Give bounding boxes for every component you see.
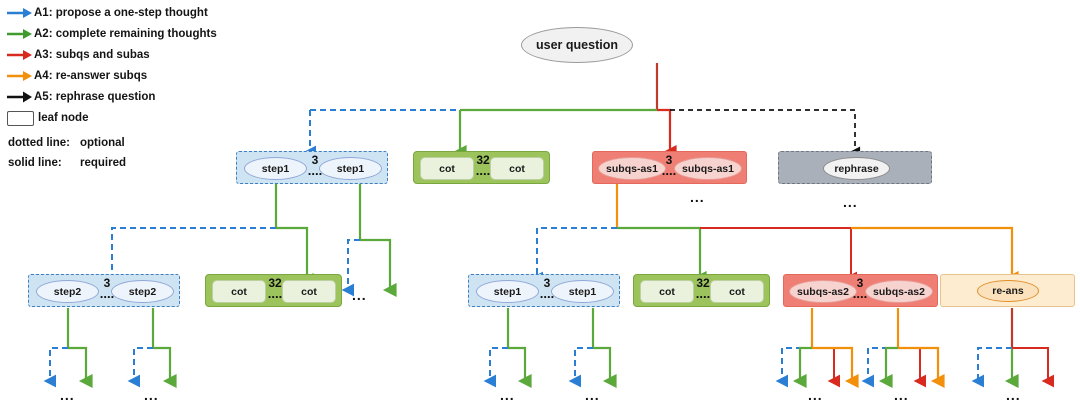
legend-label-a2: A2: complete remaining thoughts [34, 28, 217, 40]
arrow-right-icon [6, 5, 32, 21]
legend-note-dotted-key: dotted line: [8, 137, 70, 149]
ellipsis-leaf-5: ... [808, 387, 823, 403]
group-subqs-as2[interactable]: subqs-as2 3 .... subqs-as2 [783, 274, 938, 307]
arrow-right-icon [6, 89, 32, 105]
node-step1-first-label: step1 [261, 162, 290, 175]
group-re-ans[interactable]: re-ans [940, 274, 1075, 307]
ellipsis-rephrase: ... [843, 194, 858, 210]
count-step1-2-value: 3 [543, 276, 551, 290]
arrow-right-icon [6, 68, 32, 84]
count-step2: 3 .... [93, 276, 121, 301]
node-step2-last[interactable]: step2 [111, 280, 174, 303]
group-rephrase[interactable]: rephrase [778, 151, 932, 184]
arrow-right-icon [6, 47, 32, 63]
count-cot-2-dots: .... [267, 286, 283, 301]
node-step1-2-last[interactable]: step1 [551, 280, 614, 303]
count-subqs-as2-value: 3 [856, 276, 864, 290]
node-subqs-as2-last[interactable]: subqs-as2 [865, 280, 933, 303]
count-step2-dots: .... [99, 286, 115, 301]
legend-label-leaf: leaf node [38, 112, 89, 124]
count-subqs-as2: 3 .... [846, 276, 874, 301]
group-step2[interactable]: step2 3 .... step2 [28, 274, 180, 307]
node-cot-1-last-label: cot [509, 162, 525, 175]
ellipsis-leaf-3: ... [500, 387, 515, 403]
legend-label-a4: A4: re-answer subqs [34, 70, 148, 82]
node-step1-2-last-label: step1 [568, 285, 597, 298]
count-step1: 3 .... [301, 153, 329, 178]
ellipsis-leaf-6: ... [894, 387, 909, 403]
node-rephrase[interactable]: rephrase [823, 157, 890, 180]
count-cot-3-value: 32 [696, 276, 710, 290]
node-subqs-as1-last[interactable]: subqs-as1 [674, 157, 742, 180]
count-cot-3: 32 .... [689, 276, 717, 301]
legend-label-a3: A3: subqs and subas [34, 49, 150, 61]
count-subqs-as1-dots: .... [661, 163, 677, 178]
count-step2-value: 3 [103, 276, 111, 290]
ellipsis-subqs-as1: ... [690, 189, 705, 205]
group-cot-2[interactable]: cot 32 .... cot [205, 274, 342, 307]
count-cot-2-value: 32 [268, 276, 282, 290]
ellipsis-leaf-7: ... [1006, 387, 1021, 403]
node-subqs-as2-first-label: subqs-as2 [797, 285, 849, 298]
group-step1-2[interactable]: step1 3 .... step1 [468, 274, 620, 307]
node-re-ans-label: re-ans [992, 285, 1024, 297]
node-cot-3-first-label: cot [659, 285, 675, 298]
node-cot-2-first-label: cot [231, 285, 247, 298]
count-cot-1-value: 32 [476, 153, 490, 167]
count-subqs-as2-dots: .... [852, 286, 868, 301]
count-step1-2: 3 .... [533, 276, 561, 301]
node-step1-last[interactable]: step1 [319, 157, 382, 180]
ellipsis-leaf-1: ... [60, 387, 75, 403]
group-cot-1[interactable]: cot 32 .... cot [413, 151, 550, 184]
node-re-ans[interactable]: re-ans [977, 280, 1039, 302]
node-subqs-as1-first-label: subqs-as1 [606, 162, 658, 175]
legend-note-solid-key: solid line: [8, 157, 62, 169]
count-step1-2-dots: .... [539, 286, 555, 301]
node-cot-2-first[interactable]: cot [212, 280, 266, 303]
arrow-right-icon [6, 26, 32, 42]
count-cot-1: 32 .... [469, 153, 497, 178]
group-subqs-as1[interactable]: subqs-as1 3 .... subqs-as1 [592, 151, 747, 184]
ellipsis-leaf-4: ... [585, 387, 600, 403]
ellipsis-cot-2: ... [352, 287, 367, 303]
group-cot-3[interactable]: cot 32 .... cot [633, 274, 770, 307]
node-step2-last-label: step2 [128, 285, 157, 298]
node-rephrase-label: rephrase [834, 162, 879, 175]
count-step1-value: 3 [311, 153, 319, 167]
count-subqs-as1: 3 .... [655, 153, 683, 178]
node-user-question[interactable]: user question [521, 27, 633, 63]
count-step1-dots: .... [307, 163, 323, 178]
node-subqs-as2-last-label: subqs-as2 [873, 285, 925, 298]
count-cot-3-dots: .... [695, 286, 711, 301]
count-subqs-as1-value: 3 [665, 153, 673, 167]
node-cot-3-last-label: cot [729, 285, 745, 298]
legend-note-dotted-value: optional [80, 137, 125, 149]
legend-label-a5: A5: rephrase question [34, 91, 156, 103]
count-cot-2: 32 .... [261, 276, 289, 301]
node-cot-3-first[interactable]: cot [640, 280, 694, 303]
node-cot-3-last[interactable]: cot [710, 280, 764, 303]
legend-label-a1: A1: propose a one-step thought [34, 7, 208, 19]
node-user-question-label: user question [536, 38, 618, 52]
node-cot-2-last[interactable]: cot [282, 280, 336, 303]
node-subqs-as1-last-label: subqs-as1 [682, 162, 734, 175]
node-step2-first[interactable]: step2 [36, 280, 99, 303]
node-subqs-as2-first[interactable]: subqs-as2 [789, 280, 857, 303]
node-step1-2-first[interactable]: step1 [476, 280, 539, 303]
node-cot-2-last-label: cot [301, 285, 317, 298]
node-step1-2-first-label: step1 [493, 285, 522, 298]
node-step1-last-label: step1 [336, 162, 365, 175]
ellipsis-leaf-2: ... [144, 387, 159, 403]
node-cot-1-first[interactable]: cot [420, 157, 474, 180]
legend-note-solid-value: required [80, 157, 127, 169]
node-cot-1-last[interactable]: cot [490, 157, 544, 180]
group-step1[interactable]: step1 3 .... step1 [236, 151, 388, 184]
count-cot-1-dots: .... [475, 163, 491, 178]
node-step1-first[interactable]: step1 [244, 157, 307, 180]
node-cot-1-first-label: cot [439, 162, 455, 175]
node-subqs-as1-first[interactable]: subqs-as1 [598, 157, 666, 180]
leaf-node-icon [6, 110, 34, 126]
node-step2-first-label: step2 [53, 285, 82, 298]
